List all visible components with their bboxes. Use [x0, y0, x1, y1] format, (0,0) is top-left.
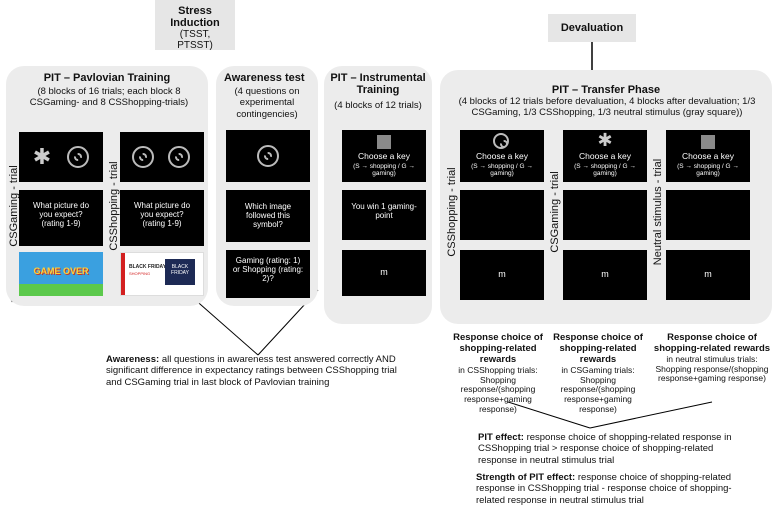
tr-shopping-choose: Choose a key: [476, 151, 528, 161]
stress-sub1: (TSST,: [179, 29, 211, 40]
instrumental-win: You win 1 gaming-point: [351, 202, 417, 221]
tr-neutral-choose: Choose a key: [682, 151, 734, 161]
note-neutral-body: in neutral stimulus trials: Shopping res…: [655, 353, 769, 384]
instrumental-keys: (S → shopping / G → gaming): [353, 163, 415, 178]
game-over-text: GAME OVER: [33, 266, 89, 276]
instrumental-blank-screen: m: [342, 250, 426, 296]
flower-icon: ✱: [32, 144, 52, 169]
black-friday-text: BLACK FRIDAY: [129, 264, 167, 270]
tr-gaming-label: CSGaming - trial: [549, 171, 561, 253]
gear-icon: [257, 145, 279, 167]
pav-gaming-cue-screen: ✱: [19, 132, 103, 182]
pav-gaming-question: What picture do you expect? (rating 1-9): [32, 201, 90, 229]
awareness-definition: Awareness: all questions in awareness te…: [106, 354, 406, 388]
stress-induction-box: Stress Induction (TSST, PTSST): [155, 0, 235, 51]
stress-sub2: PTSST): [177, 40, 213, 51]
pav-shopping-question-screen: What picture do you expect? (rating 1-9): [120, 190, 204, 246]
instrumental-title: PIT – Instrumental Training: [330, 72, 426, 96]
pit-line-right: [589, 401, 713, 429]
devaluation-box: Devaluation: [548, 14, 636, 42]
gray-square-icon: [701, 135, 715, 149]
tr-shopping-keys: (S → shopping / G → gaming): [471, 163, 533, 178]
pit-strength-head: Strength of PIT effect:: [476, 472, 576, 483]
transfer-title: PIT – Transfer Phase: [551, 84, 661, 96]
note-shopping-body: in CSShopping trials: Shopping response/…: [458, 364, 538, 414]
pit-effect: PIT effect: response choice of shopping-…: [478, 432, 746, 466]
shopping-text: SHOPPING: [129, 271, 151, 276]
awareness-q2: Gaming (rating: 1) or Shopping (rating: …: [232, 256, 304, 284]
pit-effect-head: PIT effect:: [478, 432, 524, 443]
awareness-q1: Which image followed this symbol?: [244, 202, 292, 230]
tr-shopping-choice-screen: Choose a key (S → shopping / G → gaming): [460, 130, 544, 182]
game-over-image: GAME OVER: [19, 252, 103, 296]
pit-strength: Strength of PIT effect: response choice …: [476, 472, 748, 506]
stress-title: Stress Induction: [170, 5, 220, 29]
note-neutral-head: Response choice of shopping-related rewa…: [653, 332, 771, 354]
pavlovian-subtitle: (8 blocks of 16 trials; each block 8 CSG…: [29, 86, 189, 109]
tr-gaming-keys: (S → shopping / G → gaming): [574, 163, 636, 178]
awareness-title: Awareness test: [224, 72, 305, 84]
note-gaming-head: Response choice of shopping-related rewa…: [553, 332, 643, 365]
tr-gaming-m-screen: m: [563, 250, 647, 300]
tr-neutral-keys: (S → shopping / G → gaming): [677, 163, 739, 178]
devaluation-label: Devaluation: [560, 22, 624, 34]
gear-icon: [67, 146, 89, 168]
flower-icon: ✱: [597, 130, 613, 150]
gear-icon: [132, 146, 154, 168]
black-friday-image: BLACK FRIDAY SHOPPING BLACK FRIDAY: [120, 252, 204, 296]
gear-icon: [168, 146, 190, 168]
tr-neutral-label: Neutral stimulus - trial: [652, 158, 664, 266]
tr-gaming-m: m: [601, 269, 609, 279]
tr-shopping-blank-screen: [460, 190, 544, 240]
instrumental-choice-screen: Choose a key (S → shopping / G → gaming): [342, 130, 426, 182]
tr-gaming-choose: Choose a key: [579, 151, 631, 161]
tr-neutral-m: m: [704, 269, 712, 279]
pit-line-left: [507, 401, 591, 429]
note-gaming: Response choice of shopping-related rewa…: [546, 332, 650, 415]
pav-shopping-label: CSShopping - trial: [108, 161, 120, 251]
tr-shopping-m: m: [498, 269, 506, 279]
pav-shopping-cue-screen: [120, 132, 204, 182]
awareness-def-head: Awareness:: [106, 354, 160, 365]
black-friday-badge: BLACK FRIDAY: [165, 259, 195, 285]
instrumental-choose: Choose a key: [358, 151, 410, 161]
awareness-subtitle: (4 questions on experimental contingenci…: [234, 86, 300, 120]
tr-neutral-m-screen: m: [666, 250, 750, 300]
instrumental-subtitle: (4 blocks of 12 trials): [334, 100, 422, 111]
pavlovian-title: PIT – Pavlovian Training: [43, 72, 171, 84]
awareness-q2-screen: Gaming (rating: 1) or Shopping (rating: …: [226, 250, 310, 298]
tr-shopping-m-screen: m: [460, 250, 544, 300]
pav-gaming-question-screen: What picture do you expect? (rating 1-9): [19, 190, 103, 246]
awareness-q1-screen: Which image followed this symbol?: [226, 190, 310, 242]
instrumental-blank: m: [380, 267, 388, 277]
pit-strength-body: response choice of shopping-related resp…: [476, 472, 732, 506]
tr-gaming-blank-screen: [563, 190, 647, 240]
tr-shopping-label: CSShopping - trial: [446, 167, 458, 257]
gray-square-icon: [377, 135, 391, 149]
instrumental-win-screen: You win 1 gaming-point: [342, 190, 426, 240]
pit-effect-body: response choice of shopping-related resp…: [478, 432, 732, 466]
tr-neutral-choice-screen: Choose a key (S → shopping / G → gaming): [666, 130, 750, 182]
awareness-cue-screen: [226, 130, 310, 182]
pav-shopping-question: What picture do you expect? (rating 1-9): [133, 201, 191, 229]
gear-icon: [493, 133, 509, 149]
note-shopping-head: Response choice of shopping-related rewa…: [453, 332, 543, 365]
transfer-subtitle: (4 blocks of 12 trials before devaluatio…: [458, 96, 756, 119]
tr-neutral-blank-screen: [666, 190, 750, 240]
note-neutral: Response choice of shopping-related rewa…: [650, 332, 774, 384]
awareness-def-body: all questions in awareness test answered…: [106, 354, 397, 388]
note-gaming-body: in CSGaming trials: Shopping response/(s…: [560, 364, 636, 414]
tr-gaming-choice-screen: ✱ Choose a key (S → shopping / G → gamin…: [563, 130, 647, 182]
note-shopping: Response choice of shopping-related rewa…: [446, 332, 550, 415]
